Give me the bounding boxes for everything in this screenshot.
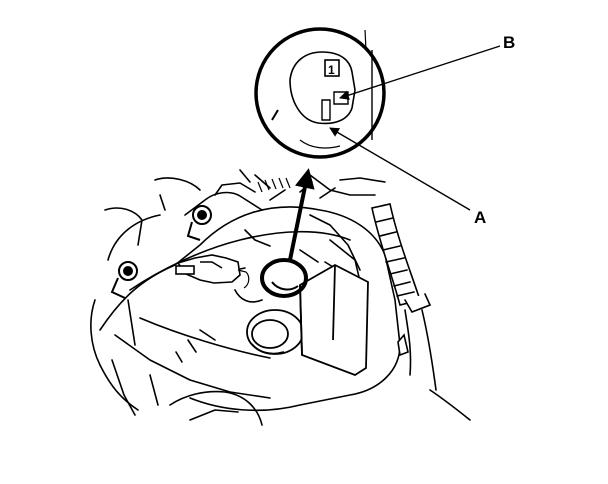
highlight-ring [260, 258, 308, 298]
detail-magnifier: 1 [254, 27, 386, 159]
leader-line-b [339, 45, 501, 100]
engine-housing [90, 169, 401, 426]
detail-tab-text: 1 [328, 63, 335, 77]
pointer-arrow-up [288, 168, 315, 261]
wire-harness [371, 203, 471, 421]
callout-label-a: A [474, 208, 487, 227]
grommet [246, 309, 304, 355]
ribs [257, 177, 291, 193]
leader-line-a [329, 127, 471, 211]
bolt-upper [186, 205, 212, 241]
bolt-left [110, 261, 138, 299]
sensor-block [299, 263, 369, 377]
callout-label-b: B [503, 33, 516, 52]
connector-plug [175, 254, 250, 289]
